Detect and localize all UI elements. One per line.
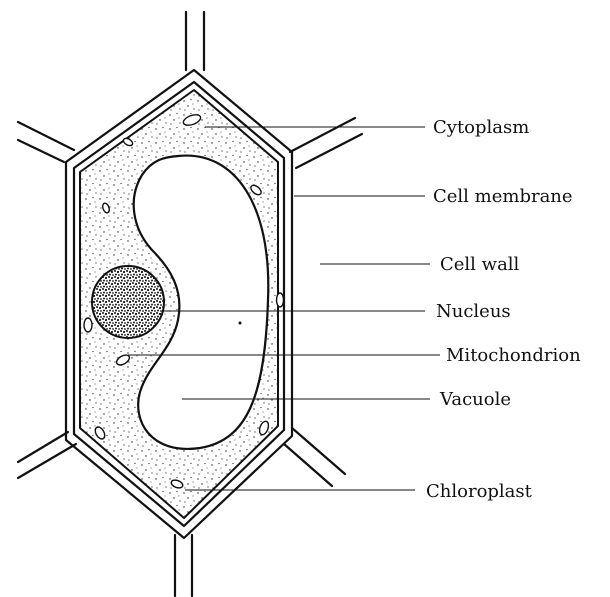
chloroplast — [84, 318, 92, 332]
label-cell-wall: Cell wall — [440, 254, 520, 275]
label-nucleus: Nucleus — [436, 301, 511, 322]
chloroplast — [277, 293, 284, 307]
label-chloroplast: Chloroplast — [426, 481, 533, 502]
label-mitochondrion: Mitochondrion — [446, 345, 581, 366]
label-cytoplasm: Cytoplasm — [433, 117, 529, 138]
label-vacuole: Vacuole — [439, 389, 511, 410]
vacuole-speck — [239, 322, 242, 325]
label-cell-membrane: Cell membrane — [433, 186, 573, 207]
nucleus — [92, 266, 164, 338]
